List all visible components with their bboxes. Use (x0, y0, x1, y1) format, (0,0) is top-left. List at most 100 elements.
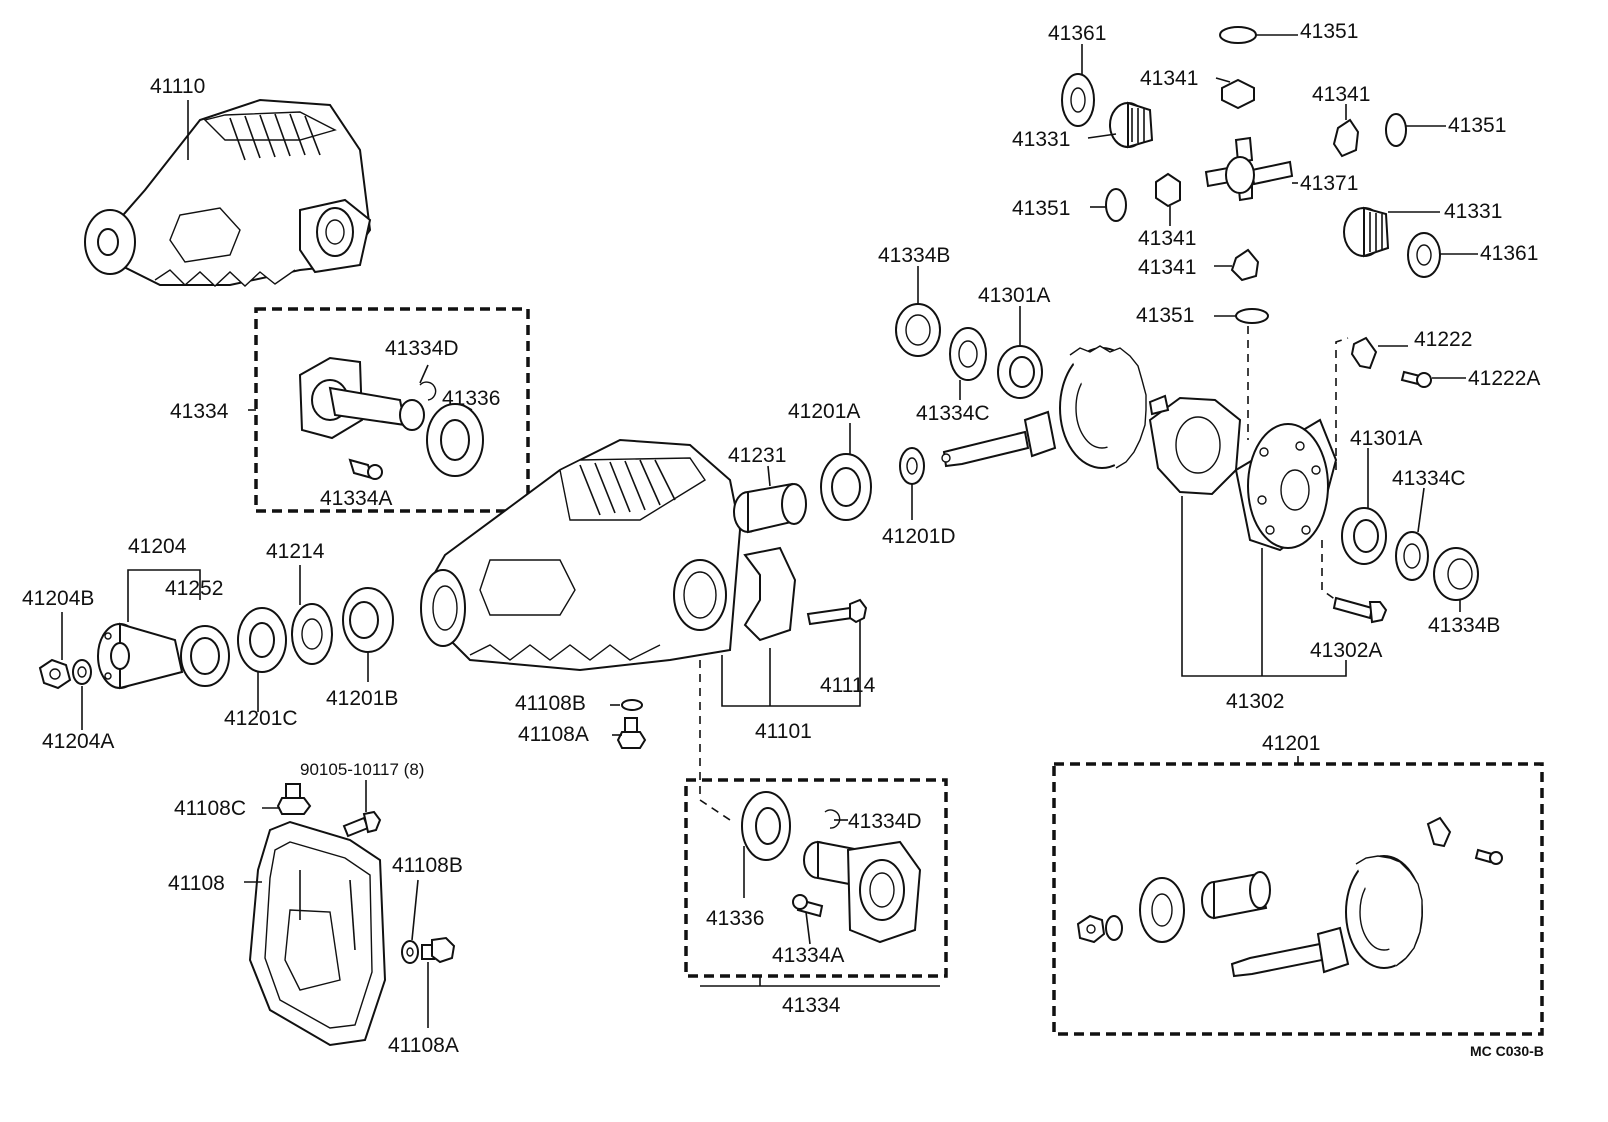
bearing-cup-41334b-r[interactable] (1433, 547, 1479, 601)
snap-ring-41334d-top[interactable] (419, 381, 437, 401)
label-41341-d: 41341 (1138, 256, 1196, 279)
label-41351-low: 41351 (1136, 304, 1194, 327)
thrust-washer-41351-r[interactable] (1385, 113, 1407, 147)
gasket-41108b-mid[interactable] (621, 699, 643, 711)
bearing-41301a-top[interactable] (997, 345, 1043, 399)
label-41334-top: 41334 (170, 400, 229, 423)
cover-41108[interactable] (248, 820, 387, 1047)
label-41334d-low: 41334D (848, 810, 922, 833)
label-41108c: 41108C (174, 797, 246, 820)
side-gear-41331-a[interactable] (1109, 101, 1154, 149)
lock-plate-41222[interactable] (1350, 336, 1378, 370)
pinion-gear-41341-b[interactable] (1332, 118, 1360, 158)
label-41204a: 41204A (42, 730, 114, 753)
label-41334c-r: 41334C (1392, 467, 1466, 490)
label-41334a-low: 41334A (772, 944, 844, 967)
label-41201d: 41201D (882, 525, 956, 548)
label-41334d-top: 41334D (385, 337, 459, 360)
bearing-41201b[interactable] (342, 587, 394, 653)
dashed-link-41334-low (699, 660, 731, 821)
bearing-41201c[interactable] (237, 607, 287, 673)
label-41331-b: 41331 (1444, 200, 1502, 223)
thrust-washer-41351-top[interactable] (1219, 26, 1257, 44)
label-41302a: 41302A (1310, 639, 1382, 662)
washer-41361-top[interactable] (1061, 73, 1095, 127)
label-41201b: 41201B (326, 687, 398, 710)
dashed-link-41222 (1335, 337, 1349, 470)
pinion-gear-41341-d[interactable] (1230, 248, 1260, 282)
differential-case-41302[interactable] (1148, 394, 1338, 552)
oil-seal-41336-top[interactable] (426, 403, 484, 477)
snap-ring-41334d-low[interactable] (824, 809, 841, 829)
label-41341-a: 41341 (1140, 67, 1198, 90)
side-gear-shaft-41334-low[interactable] (803, 840, 922, 944)
thrust-washer-41351-low[interactable] (1235, 308, 1269, 324)
label-41108a-mid: 41108A (518, 723, 589, 746)
oil-slinger-41252[interactable] (180, 625, 230, 687)
adjusting-washer-41334c-r[interactable] (1395, 531, 1429, 581)
thrust-washer-41351-l[interactable] (1105, 188, 1127, 222)
washer-41201d[interactable] (899, 447, 925, 485)
pinion-gear-41341-c[interactable] (1155, 172, 1181, 208)
nut-41204b[interactable] (38, 658, 72, 690)
label-41334c-top: 41334C (916, 402, 990, 425)
label-41371: 41371 (1300, 172, 1358, 195)
bolt-41114[interactable] (806, 598, 868, 626)
differential-assembly-41110[interactable] (84, 98, 372, 287)
bearing-cup-41334b-top[interactable] (895, 303, 941, 357)
bearing-41301a-r[interactable] (1341, 507, 1387, 565)
label-41201-box: 41201 (1262, 732, 1320, 755)
plug-41108a-low[interactable] (421, 936, 456, 964)
bolt-41222a[interactable] (1400, 370, 1432, 388)
oil-seal-41336-low[interactable] (741, 791, 791, 861)
label-41334-low: 41334 (782, 994, 841, 1017)
side-gear-41331-b[interactable] (1343, 206, 1390, 258)
label-41341-c: 41341 (1138, 227, 1196, 250)
adjusting-washer-41334c-top[interactable] (949, 327, 987, 381)
label-41334b-r: 41334B (1428, 614, 1500, 637)
bearing-cap-41101[interactable] (743, 546, 797, 642)
label-41336-top: 41336 (442, 387, 500, 410)
side-gear-shaft-41334-top[interactable] (298, 356, 425, 440)
label-41114: 41114 (820, 674, 876, 697)
kit-box-41201 (1052, 762, 1544, 1036)
label-41351-l: 41351 (1012, 197, 1070, 220)
label-41214: 41214 (266, 540, 325, 563)
label-41351-r: 41351 (1448, 114, 1506, 137)
washer-41204a[interactable] (72, 659, 92, 685)
bolt-41334a-top[interactable] (348, 458, 383, 480)
label-41252: 41252 (165, 577, 223, 600)
label-41301a-top: 41301A (978, 284, 1050, 307)
label-41331-a: 41331 (1012, 128, 1070, 151)
kit-41201-contents[interactable] (1076, 816, 1503, 978)
washer-41361-b[interactable] (1407, 232, 1441, 278)
ring-gear-and-pinion[interactable] (941, 345, 1147, 469)
pinion-shaft-41371[interactable] (1204, 136, 1294, 202)
bearing-41201a-mid[interactable] (820, 453, 872, 521)
carrier-41101[interactable] (420, 438, 742, 672)
pinion-gear-41341-a[interactable] (1221, 78, 1255, 110)
kit-box-41334-top (254, 307, 530, 513)
label-41108b-mid: 41108B (515, 692, 586, 715)
label-41201a-mid: 41201A (788, 400, 860, 423)
gasket-41108b-low[interactable] (401, 940, 419, 964)
spacer-41214[interactable] (291, 603, 333, 665)
label-41351-top: 41351 (1300, 20, 1358, 43)
diagram-code: MC C030-B (1470, 1043, 1544, 1059)
label-41361-top: 41361 (1048, 22, 1106, 45)
label-41108: 41108 (168, 872, 225, 895)
label-41101: 41101 (755, 720, 812, 743)
kit-box-41334-low (684, 778, 948, 978)
dashed-link-41302a (1321, 540, 1337, 601)
bolt-41334a-low[interactable] (792, 894, 824, 918)
bolt-41302a[interactable] (1332, 596, 1388, 624)
bolt-90105-10117[interactable] (342, 810, 382, 838)
spacer-41231[interactable] (733, 482, 807, 534)
plug-41108a-mid[interactable] (616, 717, 647, 749)
plug-41108c[interactable] (276, 783, 312, 815)
label-41302: 41302 (1226, 690, 1284, 713)
label-41334a-top: 41334A (320, 487, 392, 510)
companion-flange-41204[interactable] (97, 622, 184, 690)
label-41231: 41231 (728, 444, 786, 467)
